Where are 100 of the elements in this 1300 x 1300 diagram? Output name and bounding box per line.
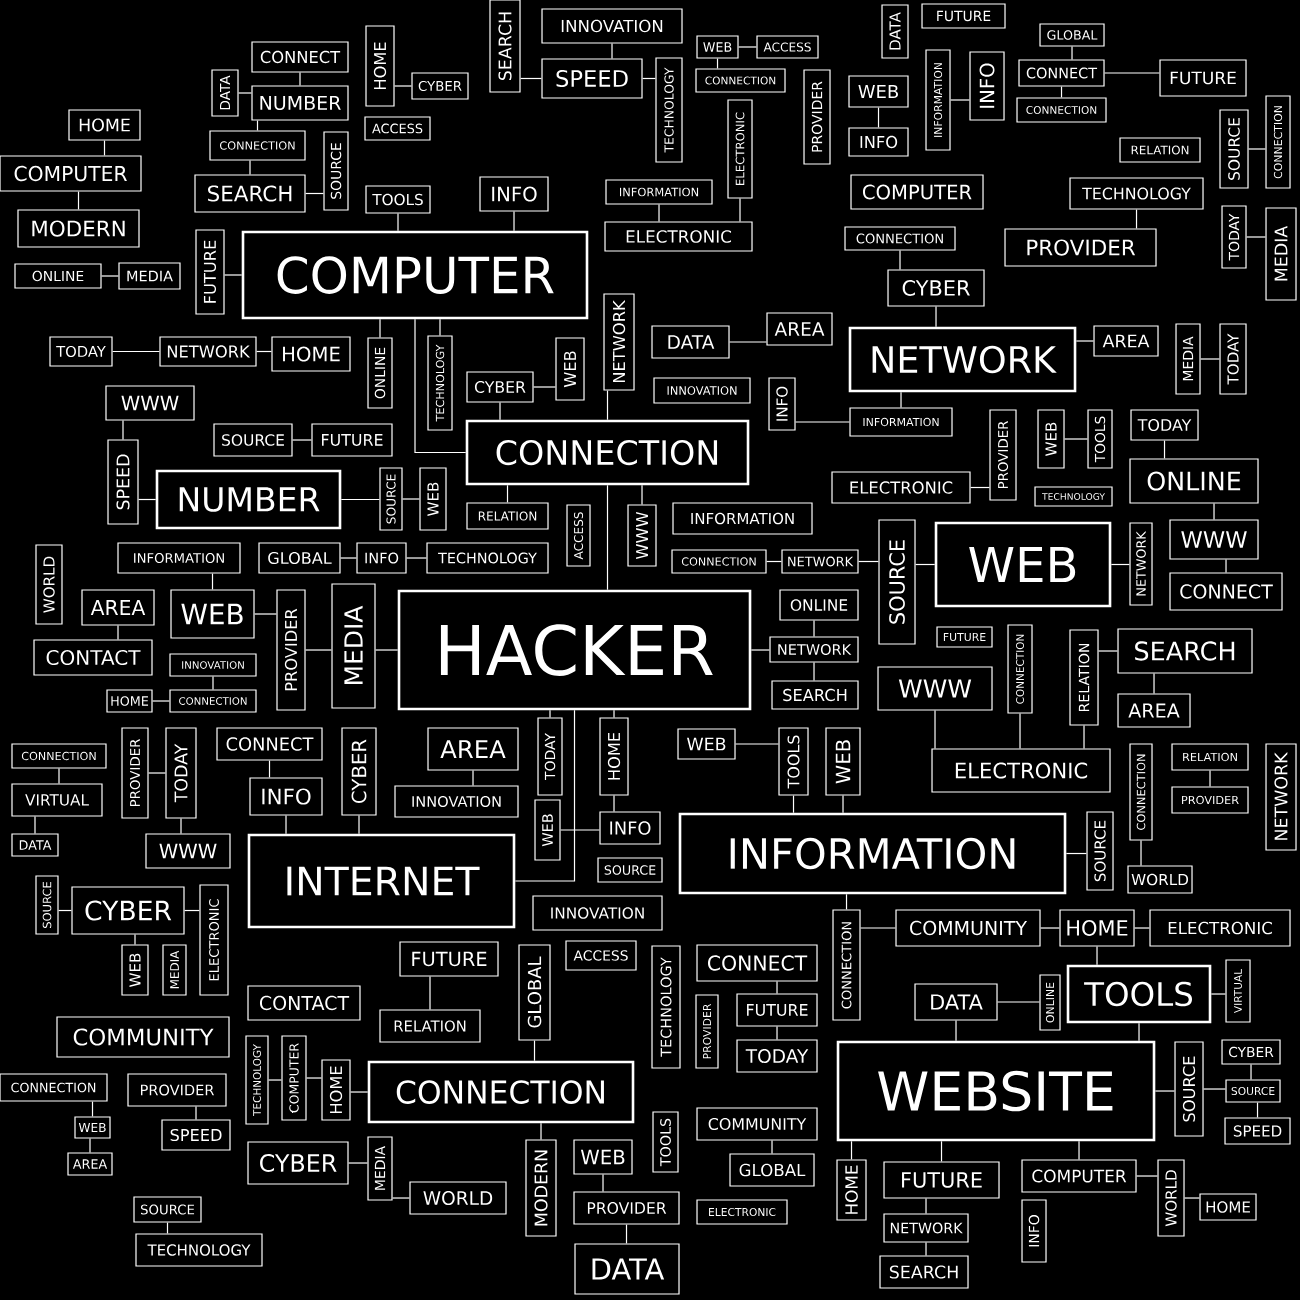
word-box: CONNECTION bbox=[1007, 624, 1033, 714]
word-box: WEB bbox=[696, 35, 739, 59]
connector-line bbox=[184, 909, 200, 912]
connector-line bbox=[1075, 340, 1094, 342]
connector-line bbox=[514, 709, 576, 882]
word-box: PROVIDER bbox=[1171, 786, 1249, 814]
word-box: ONLINE bbox=[1129, 458, 1259, 504]
word-box: TECHNOLOGY bbox=[426, 542, 549, 574]
word-box: NETWORK bbox=[883, 1213, 969, 1243]
word-box: FUTURE bbox=[195, 229, 225, 315]
word-box: CONNECT bbox=[696, 944, 818, 982]
word-box: CONNECTION bbox=[1129, 743, 1153, 841]
connector-line bbox=[211, 573, 214, 590]
connector-line bbox=[506, 484, 509, 503]
connector-line bbox=[1200, 358, 1220, 360]
word-box: CONNECTION bbox=[169, 689, 257, 713]
connector-line bbox=[925, 1242, 927, 1256]
word-box: CONNECTION bbox=[367, 1060, 635, 1124]
word-box: WWW bbox=[877, 666, 993, 711]
connector-line bbox=[305, 649, 332, 651]
connector-line bbox=[224, 274, 243, 276]
word-box: ACCESS bbox=[364, 116, 431, 141]
word-box: SEARCH bbox=[771, 680, 859, 710]
word-box: CYBER bbox=[247, 1141, 349, 1185]
word-box: INFO bbox=[479, 176, 549, 212]
connector-line bbox=[658, 204, 660, 222]
word-box: HOME bbox=[68, 109, 141, 141]
word-box: TOOLS bbox=[652, 1111, 679, 1173]
word-box: CONNECT bbox=[1018, 59, 1105, 87]
connector-line bbox=[91, 1101, 94, 1117]
word-box: INFORMATION bbox=[117, 542, 241, 574]
word-box: WEB bbox=[534, 799, 561, 861]
connector-line bbox=[305, 192, 324, 195]
word-box: TODAY bbox=[537, 717, 563, 796]
connector-line bbox=[397, 213, 399, 232]
connector-line bbox=[602, 1174, 604, 1192]
connector-line bbox=[613, 795, 615, 812]
word-box: HOME bbox=[599, 717, 629, 796]
word-box: CONNECTION bbox=[695, 68, 786, 93]
word-box: NETWORK bbox=[1265, 743, 1297, 851]
word-box: MEDIA bbox=[1175, 323, 1201, 395]
connector-line bbox=[268, 760, 271, 778]
word-box: NETWORK bbox=[781, 549, 859, 574]
word-box: TECHNOLOGY bbox=[427, 335, 453, 431]
connector-line bbox=[1210, 993, 1226, 995]
word-box: SOURCE bbox=[213, 423, 293, 457]
connector-line bbox=[1134, 927, 1150, 929]
word-box: SOURCE bbox=[35, 875, 59, 935]
word-box: COMPUTER bbox=[241, 230, 589, 320]
connector-line bbox=[813, 662, 815, 681]
word-box: TODAY bbox=[1219, 323, 1247, 395]
connector-line bbox=[1203, 1088, 1226, 1090]
word-box: ELECTRONIC bbox=[199, 884, 229, 996]
word-box: GLOBAL bbox=[258, 542, 341, 574]
connector-line bbox=[148, 772, 166, 774]
word-box: WEB bbox=[677, 728, 736, 760]
connector-line bbox=[1078, 1140, 1080, 1160]
word-box: WWW bbox=[105, 385, 195, 421]
word-box: WEB bbox=[573, 1139, 633, 1175]
connector-line bbox=[1256, 1102, 1259, 1118]
word-box: INTERNET bbox=[247, 833, 516, 929]
word-box: SEARCH bbox=[879, 1255, 969, 1289]
word-box: RELATION bbox=[1119, 137, 1201, 163]
connector-line bbox=[813, 620, 815, 637]
connector-line bbox=[738, 46, 757, 48]
connector-line bbox=[716, 58, 719, 69]
word-box: WWW bbox=[627, 504, 657, 567]
word-box: NUMBER bbox=[251, 85, 349, 121]
word-box: INFORMATION bbox=[672, 502, 813, 535]
word-box: DATA bbox=[211, 69, 239, 117]
word-box: HOME bbox=[321, 1059, 351, 1121]
word-box: INNOVATION bbox=[394, 785, 519, 818]
word-box: HACKER bbox=[397, 589, 752, 711]
connector-line bbox=[625, 1224, 628, 1244]
connector-line bbox=[935, 306, 937, 328]
word-box: WWW bbox=[145, 833, 231, 869]
connector-line bbox=[1209, 770, 1211, 787]
word-box: SPEED bbox=[541, 58, 643, 99]
word-box: GLOBAL bbox=[729, 1153, 815, 1187]
word-box: SOURCE bbox=[878, 519, 916, 645]
word-box: CONNECTION bbox=[209, 130, 306, 161]
connector-line bbox=[915, 563, 936, 566]
word-box: FUTURE bbox=[921, 3, 1006, 29]
word-box: HOME bbox=[271, 336, 351, 372]
connector-line bbox=[1098, 650, 1118, 652]
word-box: DATA bbox=[651, 325, 730, 359]
word-box: CONNECTION bbox=[465, 419, 750, 486]
word-box: MODERN bbox=[17, 209, 140, 248]
word-box: TODAY bbox=[1130, 409, 1199, 441]
word-box: SOURCE bbox=[597, 857, 663, 883]
word-box: SOURCE bbox=[1225, 1079, 1281, 1103]
connector-line bbox=[152, 700, 170, 702]
connector-line bbox=[77, 191, 80, 210]
word-box: ONLINE bbox=[367, 337, 393, 409]
connector-line bbox=[256, 120, 259, 131]
word-box: NUMBER bbox=[155, 469, 342, 530]
word-box: ELECTRONIC bbox=[696, 1199, 788, 1225]
word-box: INFO bbox=[848, 127, 909, 157]
word-box: COMMUNITY bbox=[56, 1016, 230, 1058]
word-box: NETWORK bbox=[1129, 522, 1153, 606]
